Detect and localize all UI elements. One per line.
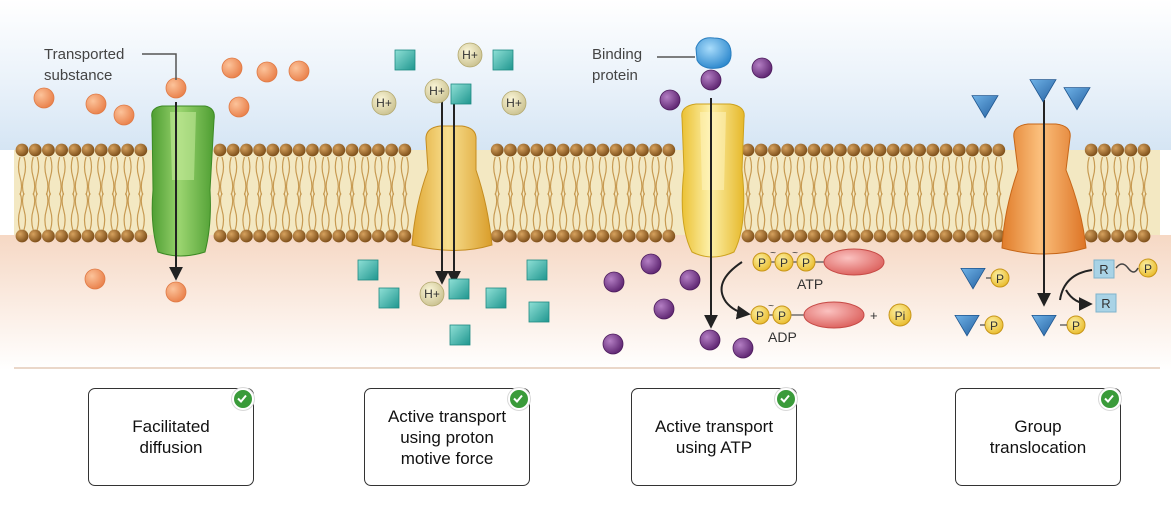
atp-phosphate-2: P	[780, 256, 788, 270]
svg-text:H+: H+	[506, 96, 522, 110]
answer-text: Active transport using ATP	[654, 417, 774, 457]
label-binding: Binding	[592, 46, 642, 63]
check-icon	[232, 388, 254, 410]
teal-cubes	[357, 49, 550, 346]
adp-phosphate-2: P	[778, 309, 786, 323]
svg-text:~: ~	[792, 248, 798, 259]
blue-triangles	[954, 79, 1091, 337]
facilitated-diffusion-panel: Transported substance	[33, 46, 310, 303]
proton-motive-panel: H+ H+ H+ H+ H+	[357, 42, 550, 346]
label-protein: protein	[592, 67, 638, 84]
sugar-p-3: P	[1072, 319, 1080, 333]
answer-box-group-translocation[interactable]: Group translocation	[955, 388, 1121, 486]
proton-ions: H+ H+ H+ H+ H+	[371, 42, 527, 307]
channel-protein-green	[151, 105, 215, 257]
atp-hydrolysis-arrow	[720, 261, 751, 320]
svg-text:~: ~	[768, 301, 774, 312]
adp-label: ADP	[768, 329, 797, 345]
cytoplasm-region	[0, 235, 1171, 370]
atp-phosphate-1: P	[758, 256, 766, 270]
r-product: R	[1095, 293, 1117, 313]
answer-text: Active transport using proton motive for…	[387, 406, 507, 468]
svg-text:H+: H+	[376, 96, 392, 110]
channel-highlight	[170, 112, 196, 180]
r-label-donor: R	[1099, 262, 1108, 277]
transported-substance-leader	[142, 53, 177, 80]
phosphorylated-sugars: P P P	[980, 268, 1086, 335]
group-translocation-panel: P P P R P R	[954, 79, 1158, 337]
donor-p-label: P	[1144, 262, 1152, 276]
svg-text:H+: H+	[429, 84, 445, 98]
answer-text: Facilitated diffusion	[132, 417, 210, 457]
answer-box-facilitated-diffusion[interactable]: Facilitated diffusion	[88, 388, 254, 486]
atp-adenosine	[823, 248, 885, 276]
label-transported: Transported	[44, 46, 124, 63]
r-release-arrow	[1065, 289, 1093, 311]
answer-box-proton-motive-force[interactable]: Active transport using proton motive for…	[364, 388, 530, 486]
label-substance: substance	[44, 67, 112, 84]
answer-text: Group translocation	[989, 417, 1087, 457]
adp-molecule: P P ~ + Pi ADP	[750, 301, 912, 345]
lipid-heads	[15, 143, 1151, 243]
r-label-product: R	[1101, 296, 1110, 311]
sugar-p-2: P	[990, 319, 998, 333]
check-icon	[1099, 388, 1121, 410]
lipid-tails	[17, 156, 1149, 231]
svg-text:H+: H+	[424, 287, 440, 301]
inorganic-phosphate	[888, 303, 912, 327]
atp-phosphate-3: P	[802, 256, 810, 270]
purple-molecules	[602, 57, 773, 359]
binding-protein	[695, 37, 732, 69]
orange-solutes	[33, 57, 310, 303]
plus-sign: +	[870, 308, 878, 323]
pi-label: Pi	[895, 309, 906, 323]
adp-adenosine	[803, 301, 865, 329]
svg-text:H+: H+	[462, 48, 478, 62]
transporter-protein-yellow	[411, 125, 493, 251]
answer-box-atp-transport[interactable]: Active transport using ATP	[631, 388, 797, 486]
atp-transport-panel: Binding protein P P P ~ ~ ATP P P ~ +	[592, 37, 912, 359]
svg-text:~: ~	[770, 248, 776, 259]
sugar-p-1: P	[996, 272, 1004, 286]
atp-molecule: P P P ~ ~ ATP	[752, 248, 885, 292]
membrane-transport-diagram: Transported substance H+ H+ H+ H+ H+ Binding…	[0, 0, 1171, 370]
r-phosphate-donor: R P	[1093, 258, 1158, 279]
check-icon	[508, 388, 530, 410]
atp-label: ATP	[797, 276, 823, 292]
adp-phosphate-1: P	[756, 309, 764, 323]
check-icon	[775, 388, 797, 410]
phosphate-transfer-arrow	[1059, 269, 1093, 301]
abc-highlight	[700, 112, 726, 190]
